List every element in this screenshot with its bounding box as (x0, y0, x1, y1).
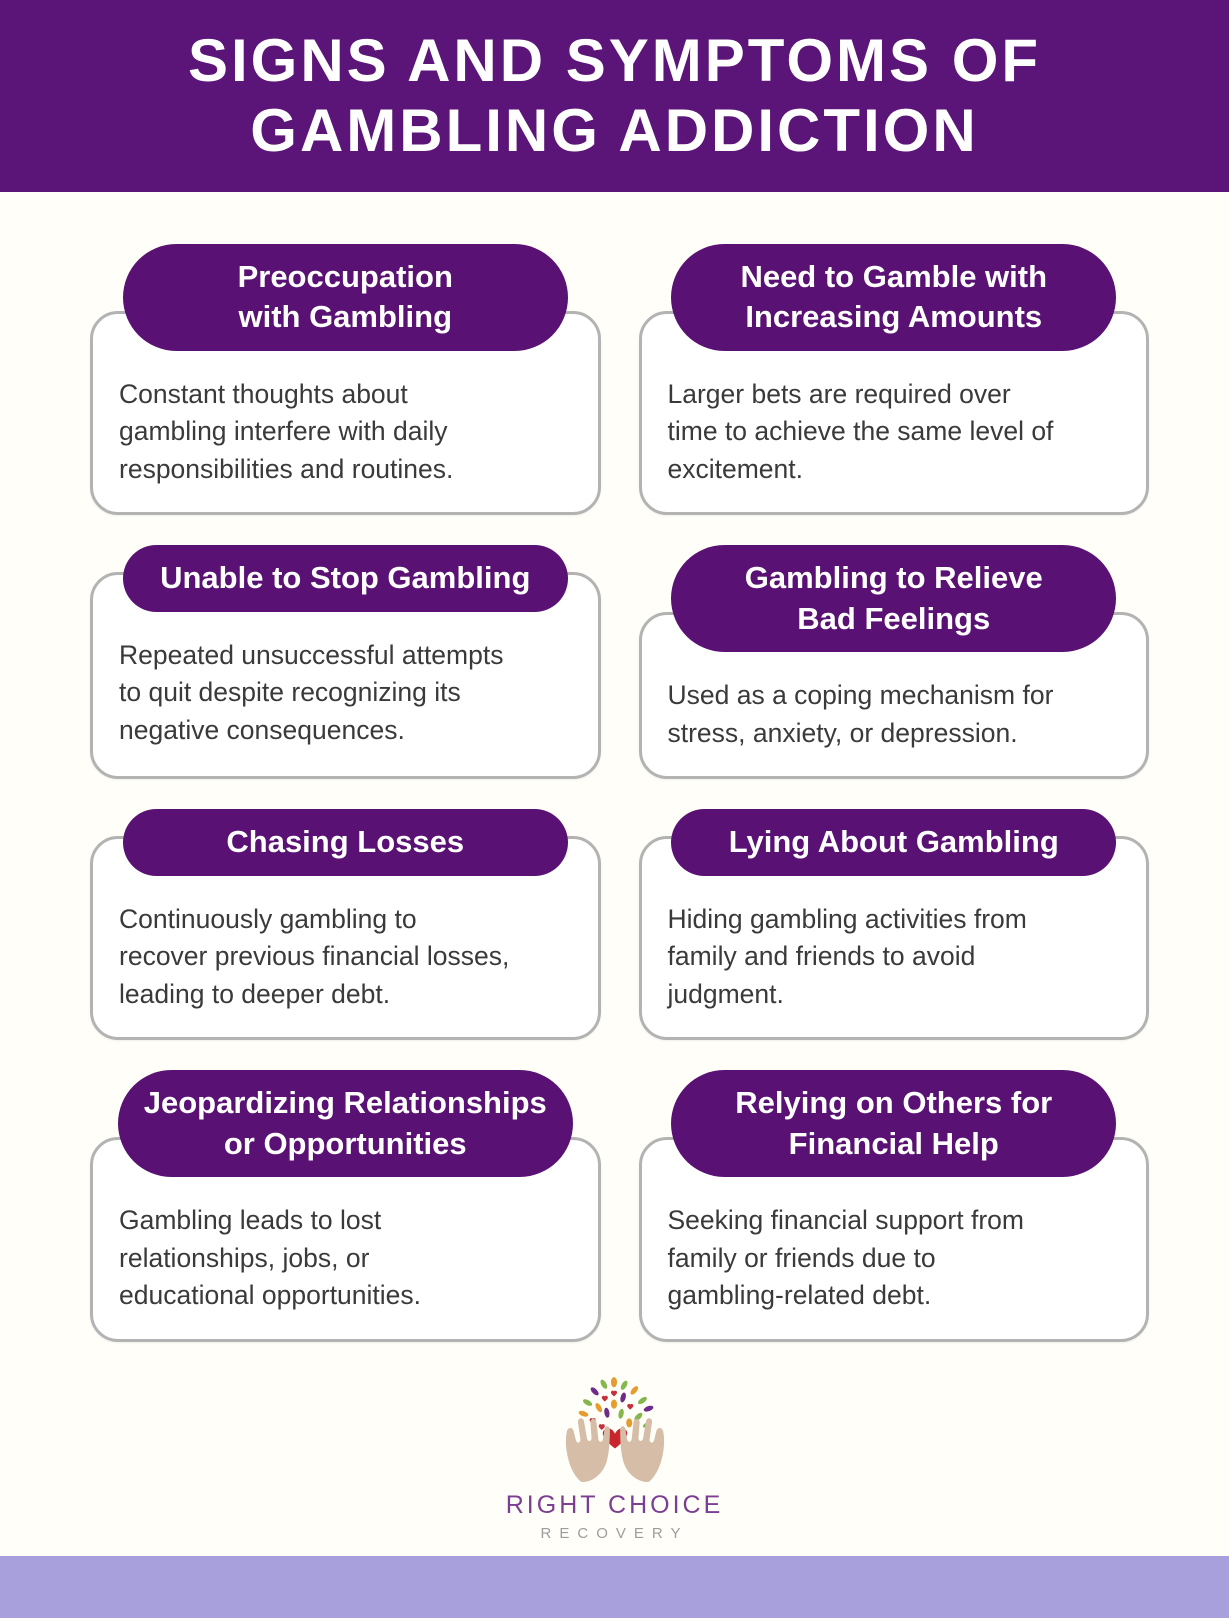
card-chasing-losses: Chasing Losses Continuously gambling to … (90, 809, 601, 1041)
card-body-text: Continuously gambling to recover previou… (119, 903, 510, 1009)
card-relieve-bad-feelings: Gambling to Relieve Bad Feelings Used as… (638, 545, 1149, 780)
card-jeopardizing-relationships: Jeopardizing Relationships or Opportunit… (90, 1070, 601, 1342)
card-title-pill: Lying About Gambling (671, 809, 1117, 876)
card-body-text: Used as a coping mechanism for stress, a… (667, 680, 1054, 748)
card-body-text: Seeking financial support from family or… (667, 1205, 1024, 1311)
header-banner: SIGNS AND SYMPTOMS OF GAMBLING ADDICTION (0, 0, 1229, 192)
card-increasing-amounts: Need to Gamble with Increasing Amounts L… (638, 244, 1149, 516)
brand-name: RIGHT CHOICE (505, 1490, 724, 1519)
card-title-pill: Need to Gamble with Increasing Amounts (671, 244, 1117, 351)
card-body-text: Hiding gambling activities from family a… (667, 903, 1027, 1009)
card-title-pill: Unable to Stop Gambling (122, 545, 568, 612)
card-title-pill: Gambling to Relieve Bad Feelings (671, 545, 1117, 653)
hands-heart-tree-icon (565, 1377, 664, 1482)
card-title-pill: Jeopardizing Relationships or Opportunit… (117, 1070, 573, 1178)
cards-grid: Preoccupation with Gambling Constant tho… (0, 192, 1229, 1372)
card-body-text: Gambling leads to lost relationships, jo… (119, 1205, 422, 1311)
card-title-pill: Relying on Others for Financial Help (671, 1070, 1117, 1178)
brand-logo-block: RIGHT CHOICE RECOVERY (0, 1372, 1229, 1556)
card-lying-about-gambling: Lying About Gambling Hiding gambling act… (638, 809, 1149, 1041)
brand-subtitle: RECOVERY (540, 1524, 689, 1542)
card-body-text: Repeated unsuccessful attempts to quit d… (119, 639, 504, 746)
card-title-pill: Preoccupation with Gambling (122, 244, 568, 351)
page-title: SIGNS AND SYMPTOMS OF GAMBLING ADDICTION (187, 27, 1042, 164)
card-body-text: Constant thoughts about gambling interfe… (119, 378, 454, 484)
card-unable-to-stop: Unable to Stop Gambling Repeated unsucce… (90, 545, 601, 780)
card-title-pill: Chasing Losses (122, 809, 568, 876)
card-preoccupation: Preoccupation with Gambling Constant tho… (90, 244, 601, 516)
footer-bar (0, 1555, 1229, 1618)
card-body-text: Larger bets are required over time to ac… (667, 378, 1054, 484)
card-relying-on-others: Relying on Others for Financial Help See… (638, 1070, 1149, 1342)
